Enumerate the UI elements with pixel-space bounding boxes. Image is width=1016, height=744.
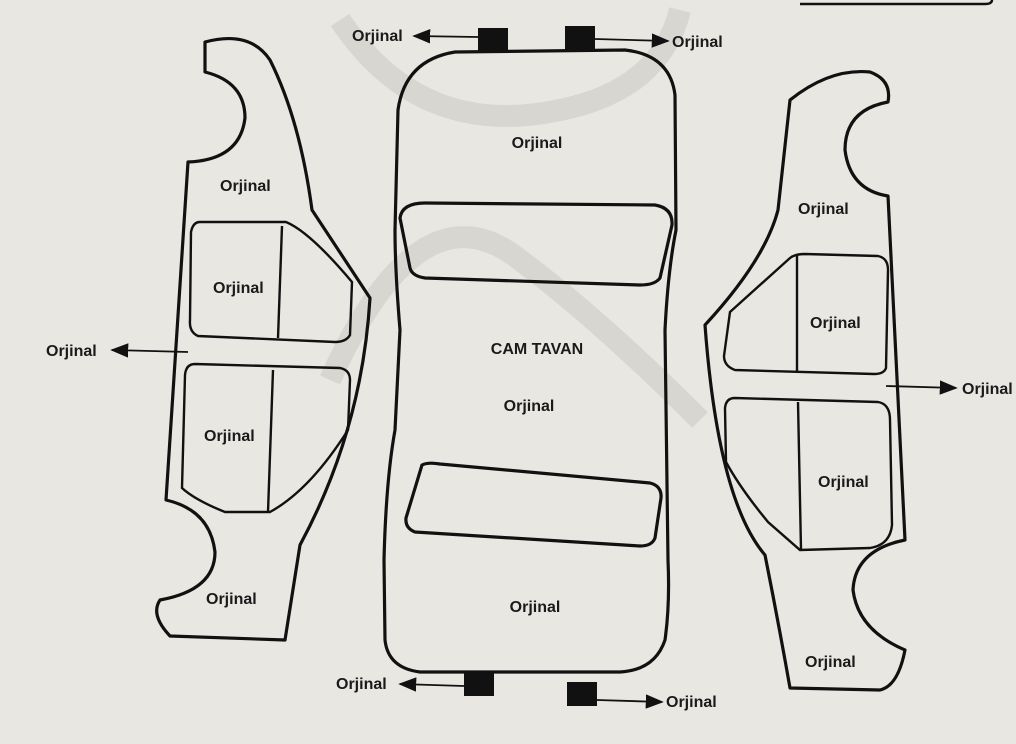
- car-body: Orjinal CAM TAVAN Orjinal Orjinal: [382, 48, 678, 674]
- left-front-door-divider: [276, 225, 284, 339]
- rear-right-bumper-label: Orjinal: [666, 694, 717, 711]
- right-front-fender-label: Orjinal: [798, 201, 849, 218]
- right-front-door-label: Orjinal: [810, 315, 861, 332]
- left-front-door-label: Orjinal: [213, 280, 264, 297]
- right-rocker-arrow: [885, 380, 958, 395]
- left-rocker-arrow: [110, 343, 189, 358]
- top-right-box-edge: [800, 0, 994, 6]
- front-right-bumper-label: Orjinal: [672, 34, 723, 51]
- right-side-outline: [703, 69, 907, 692]
- roof-title: CAM TAVAN: [491, 341, 583, 358]
- left-front-door-outline: [188, 220, 354, 344]
- left-rocker-label: Orjinal: [46, 343, 97, 360]
- front-left-bumper-arrow: [412, 29, 479, 44]
- front-right-bumper-tab: [565, 26, 595, 50]
- right-rocker-label: Orjinal: [962, 381, 1013, 398]
- car-body-outline: [382, 48, 678, 674]
- left-rear-door-divider: [266, 369, 275, 513]
- rear-left-bumper-label: Orjinal: [336, 676, 387, 693]
- left-rear-door-label: Orjinal: [204, 428, 255, 445]
- hood-label: Orjinal: [512, 135, 563, 152]
- rear-window-glass: [404, 461, 663, 548]
- right-rear-door-divider: [796, 401, 803, 551]
- rear-left-bumper-tab: [464, 672, 494, 696]
- front-left-bumper-tab: [478, 28, 508, 52]
- left-side-outline: [155, 37, 372, 642]
- rear-left-bumper-arrow: [398, 677, 465, 692]
- rear-right-bumper-tab: [567, 682, 597, 706]
- right-front-door-outline: [722, 252, 890, 376]
- trunk-label: Orjinal: [510, 599, 561, 616]
- right-rear-door-label: Orjinal: [818, 474, 869, 491]
- left-front-fender-label: Orjinal: [220, 178, 271, 195]
- watermark-graphic: [319, 7, 708, 428]
- right-rear-fender-label: Orjinal: [805, 654, 856, 671]
- front-right-bumper-arrow: [594, 33, 670, 48]
- rear-right-bumper-arrow: [596, 694, 664, 709]
- front-left-bumper-label: Orjinal: [352, 28, 403, 45]
- left-rear-fender-label: Orjinal: [206, 591, 257, 608]
- windshield-glass: [398, 201, 674, 287]
- bumper-tabs: Orjinal Orjinal Orjinal Orjinal: [336, 26, 723, 711]
- right-side-panel: Orjinal Orjinal Orjinal Orjinal Orjinal: [703, 69, 1013, 692]
- left-rear-door-outline: [180, 362, 352, 514]
- roof-label: Orjinal: [504, 398, 555, 415]
- left-side-panel: Orjinal Orjinal Orjinal Orjinal Orjinal: [46, 37, 372, 642]
